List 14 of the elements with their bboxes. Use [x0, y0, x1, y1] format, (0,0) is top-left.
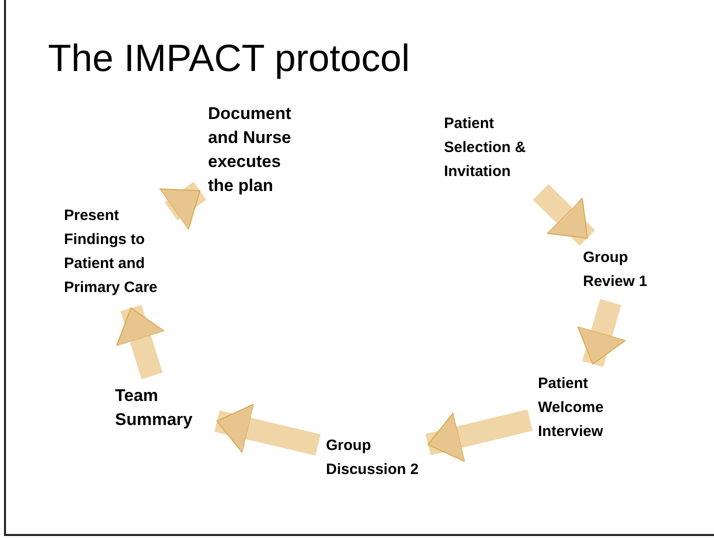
block-arrow [425, 409, 533, 462]
block-arrow [158, 182, 206, 230]
block-arrow [533, 184, 596, 246]
step-label: Patient Welcome Interview [538, 374, 605, 442]
step-label: Team Summary [115, 385, 194, 431]
step-label: Document and Nurse executes the plan [208, 103, 292, 197]
block-arrow [116, 304, 165, 380]
step-label: Patient Selection & Invitation [444, 114, 527, 182]
step-label: Group Discussion 2 [326, 436, 420, 480]
block-arrow [214, 404, 321, 456]
title: The IMPACT protocol [48, 40, 410, 78]
step-label: Present Findings to Patient and Primary Care [64, 206, 158, 298]
block-arrow [577, 298, 626, 368]
step-label: Group Review 1 [583, 248, 648, 292]
